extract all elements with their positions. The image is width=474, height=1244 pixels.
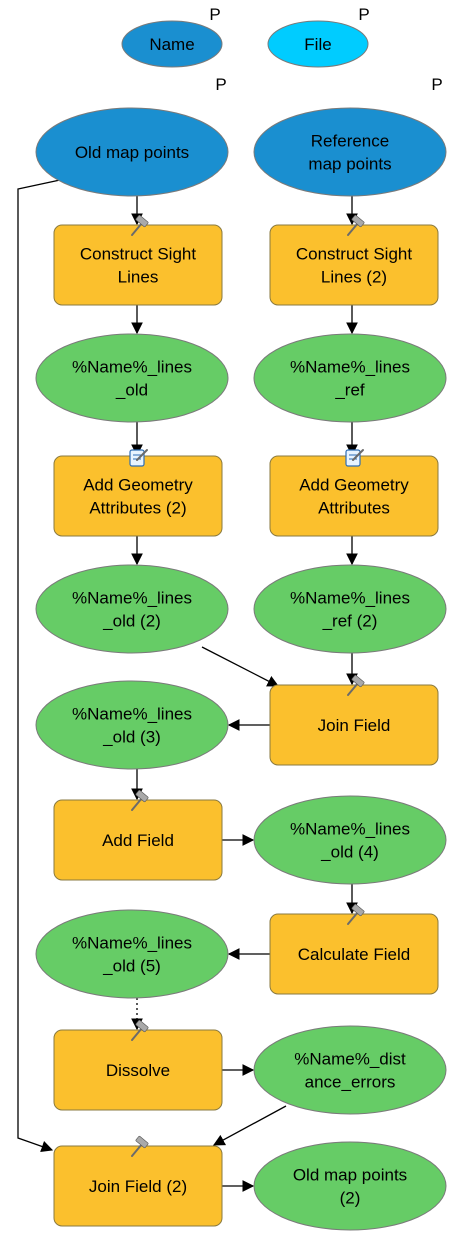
- node-shape: [121, 20, 223, 68]
- hammer-icon: [347, 674, 365, 696]
- node-lines-old-5[interactable]: %Name%_lines _old (5): [35, 909, 229, 999]
- node-shape: [53, 455, 223, 537]
- node-label: _old (2): [102, 612, 161, 631]
- node-lines-ref-2[interactable]: %Name%_lines _ref (2): [253, 564, 447, 654]
- node-shape: [253, 795, 447, 885]
- node-label: Reference: [311, 132, 389, 151]
- node-label: Construct Sight: [296, 245, 412, 264]
- node-label: Attributes (2): [89, 499, 186, 518]
- node-label: (2): [340, 1189, 361, 1208]
- node-shape: [53, 1145, 223, 1227]
- node-label: Calculate Field: [298, 945, 410, 964]
- parameter-marker: P: [209, 5, 220, 24]
- node-label: %Name%_lines: [72, 934, 192, 953]
- node-label: Join Field: [318, 716, 391, 735]
- node-lines-old-3[interactable]: %Name%_lines _old (3): [35, 680, 229, 770]
- parameter-marker: P: [431, 75, 442, 94]
- node-shape: [35, 333, 229, 423]
- node-label: %Name%_lines: [72, 358, 192, 377]
- node-lines-ref[interactable]: %Name%_lines _ref: [253, 333, 447, 423]
- node-calc-field[interactable]: Calculate Field: [269, 903, 439, 995]
- node-label: Lines (2): [321, 268, 387, 287]
- node-label: _ref (2): [322, 612, 378, 631]
- node-shape: [267, 20, 369, 68]
- node-label: %Name%_lines: [290, 589, 410, 608]
- node-shape: [269, 913, 439, 995]
- node-lines-old-2[interactable]: %Name%_lines _old (2): [35, 564, 229, 654]
- node-label: File: [304, 35, 331, 54]
- node-shape: [53, 224, 223, 306]
- parameter-marker: P: [358, 5, 369, 24]
- node-label: %Name%_dist: [294, 1050, 406, 1069]
- node-label: Add Geometry: [83, 476, 193, 495]
- node-label: _old (4): [320, 843, 379, 862]
- node-lines-old-4[interactable]: %Name%_lines _old (4): [253, 795, 447, 885]
- node-shape: [53, 1029, 223, 1111]
- connector-dist_errors-to-join_field_2: [212, 1105, 287, 1146]
- node-lines-old[interactable]: %Name%_lines _old: [35, 333, 229, 423]
- node-label: Name: [149, 35, 194, 54]
- node-shape: [269, 684, 439, 766]
- node-shape: [253, 1025, 447, 1115]
- script-icon: [129, 449, 148, 467]
- hammer-icon: [131, 1019, 149, 1041]
- node-label: Old map points: [75, 143, 189, 162]
- node-shape: [53, 799, 223, 881]
- node-label: _old: [115, 381, 148, 400]
- node-shape: [253, 333, 447, 423]
- node-name[interactable]: Name P: [121, 5, 223, 68]
- node-shape: [35, 909, 229, 999]
- hammer-icon: [131, 1135, 149, 1157]
- node-label: Construct Sight: [80, 245, 196, 264]
- connector-old_points-to-join_field_2: [17, 179, 61, 1153]
- node-shape: [253, 107, 447, 197]
- node-join-field-2[interactable]: Join Field (2): [53, 1135, 223, 1227]
- hammer-icon: [131, 214, 149, 236]
- node-join-field[interactable]: Join Field: [269, 674, 439, 766]
- node-label: Lines: [118, 268, 159, 287]
- node-label: map points: [308, 155, 391, 174]
- node-label: %Name%_lines: [72, 705, 192, 724]
- node-old-points-2[interactable]: Old map points (2): [253, 1141, 447, 1231]
- node-label: %Name%_lines: [290, 820, 410, 839]
- node-label: %Name%_lines: [72, 589, 192, 608]
- node-shape: [269, 224, 439, 306]
- node-dist-errors[interactable]: %Name%_dist ance_errors: [253, 1025, 447, 1115]
- node-label: _old (5): [102, 957, 161, 976]
- script-icon: [345, 449, 364, 467]
- node-label: Attributes: [318, 499, 390, 518]
- node-label: Dissolve: [106, 1061, 170, 1080]
- node-label: _ref: [334, 381, 365, 400]
- parameter-marker: P: [215, 75, 226, 94]
- node-ref-points[interactable]: Reference map points P: [253, 75, 447, 197]
- node-old-points[interactable]: Old map points P: [35, 75, 229, 197]
- node-add-field[interactable]: Add Field: [53, 789, 223, 881]
- node-label: %Name%_lines: [290, 358, 410, 377]
- node-shape: [35, 107, 229, 197]
- node-shape: [269, 455, 439, 537]
- hammer-icon: [347, 214, 365, 236]
- node-label: Add Geometry: [299, 476, 409, 495]
- connector-lines_old_2-to-join_field: [201, 646, 280, 687]
- node-shape: [253, 564, 447, 654]
- node-label: Old map points: [293, 1166, 407, 1185]
- node-shape: [35, 564, 229, 654]
- node-dissolve[interactable]: Dissolve: [53, 1019, 223, 1111]
- hammer-icon: [347, 903, 365, 925]
- node-label: _old (3): [102, 728, 161, 747]
- node-label: ance_errors: [305, 1073, 396, 1092]
- node-shape: [35, 680, 229, 770]
- node-shape: [253, 1141, 447, 1231]
- hammer-icon: [131, 789, 149, 811]
- node-label: Join Field (2): [89, 1177, 187, 1196]
- node-label: Add Field: [102, 831, 174, 850]
- node-file[interactable]: File P: [267, 5, 370, 68]
